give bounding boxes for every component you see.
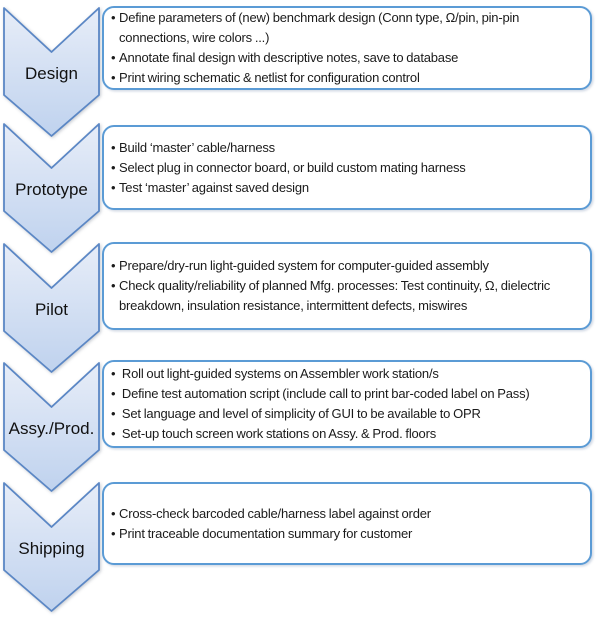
bullet-item: •Build ‘master’ cable/harness	[111, 138, 588, 158]
bullet-marker-icon: •	[111, 525, 116, 541]
bullet-marker-icon: •	[111, 10, 116, 25]
stage-label: Design	[25, 63, 78, 83]
bullet-item: •Select plug in connector board, or buil…	[111, 158, 588, 178]
bullet-marker-icon: •	[111, 50, 116, 65]
bullet-text: Define test automation script (include c…	[119, 386, 530, 401]
bullet-text: Select plug in connector board, or build…	[119, 159, 466, 175]
bullet-item: • Define test automation script (include…	[111, 384, 588, 404]
bullet-text: Define parameters of (new) benchmark des…	[119, 10, 523, 45]
chevron-down-arrow-icon	[3, 362, 100, 492]
stage-chevron: Shipping	[3, 482, 100, 612]
chevron-down-arrow-icon	[3, 482, 100, 612]
bullet-text: Test ‘master’ against saved design	[119, 179, 309, 195]
bullet-marker-icon: •	[111, 366, 116, 381]
bullet-marker-icon: •	[111, 139, 116, 155]
bullet-marker-icon: •	[111, 159, 116, 175]
stage-chevron: Prototype	[3, 123, 100, 253]
stage-detail-box: •Build ‘master’ cable/harness•Select plu…	[102, 125, 592, 210]
bullet-text: Build ‘master’ cable/harness	[119, 139, 275, 155]
bullet-text: Roll out light-guided systems on Assembl…	[119, 366, 439, 381]
bullet-marker-icon: •	[111, 70, 116, 85]
stage-chevron: Assy./Prod.	[3, 362, 100, 492]
bullet-marker-icon: •	[111, 278, 116, 293]
stage-label: Assy./Prod.	[8, 418, 95, 438]
stage-chevron: Pilot	[3, 243, 100, 373]
bullet-text: Prepare/dry-run light-guided system for …	[119, 258, 489, 273]
chevron-down-arrow-icon	[3, 123, 100, 253]
stage-detail-box: •Prepare/dry-run light-guided system for…	[102, 242, 592, 330]
bullet-item: •Define parameters of (new) benchmark de…	[111, 8, 588, 48]
bullet-text: Set language and level of simplicity of …	[119, 406, 481, 421]
bullet-item: •Annotate final design with descriptive …	[111, 48, 588, 68]
bullet-marker-icon: •	[111, 179, 116, 195]
bullet-marker-icon: •	[111, 505, 116, 521]
bullet-text: Check quality/reliability of planned Mfg…	[119, 278, 553, 313]
stage-chevron: Design	[3, 7, 100, 137]
stage-label: Prototype	[15, 179, 88, 199]
bullet-item: • Roll out light-guided systems on Assem…	[111, 364, 588, 384]
bullet-item: •Print wiring schematic & netlist for co…	[111, 68, 588, 88]
bullet-item: • Set language and level of simplicity o…	[111, 404, 588, 424]
bullet-text: Print wiring schematic & netlist for con…	[119, 70, 420, 85]
bullet-item: •Test ‘master’ against saved design	[111, 178, 588, 198]
bullet-text: Set-up touch screen work stations on Ass…	[119, 426, 436, 441]
bullet-text: Annotate final design with descriptive n…	[119, 50, 459, 65]
bullet-item: •Prepare/dry-run light-guided system for…	[111, 256, 588, 276]
chevron-down-arrow-icon	[3, 7, 100, 137]
bullet-marker-icon: •	[111, 258, 116, 273]
stage-detail-box: •Define parameters of (new) benchmark de…	[102, 6, 592, 90]
stage-detail-box: • Roll out light-guided systems on Assem…	[102, 360, 592, 448]
bullet-marker-icon: •	[111, 406, 116, 421]
stage-detail-box: •Cross-check barcoded cable/harness labe…	[102, 482, 592, 565]
bullet-item: •Print traceable documentation summary f…	[111, 524, 588, 544]
stage-label: Shipping	[18, 538, 85, 558]
bullet-item: •Cross-check barcoded cable/harness labe…	[111, 504, 588, 524]
bullet-item: • Set-up touch screen work stations on A…	[111, 424, 588, 444]
bullet-marker-icon: •	[111, 386, 116, 401]
bullet-text: Print traceable documentation summary fo…	[119, 525, 413, 541]
chevron-down-arrow-icon	[3, 243, 100, 373]
bullet-text: Cross-check barcoded cable/harness label…	[119, 505, 431, 521]
bullet-item: •Check quality/reliability of planned Mf…	[111, 276, 588, 316]
bullet-marker-icon: •	[111, 426, 116, 441]
stage-label: Pilot	[34, 299, 69, 319]
